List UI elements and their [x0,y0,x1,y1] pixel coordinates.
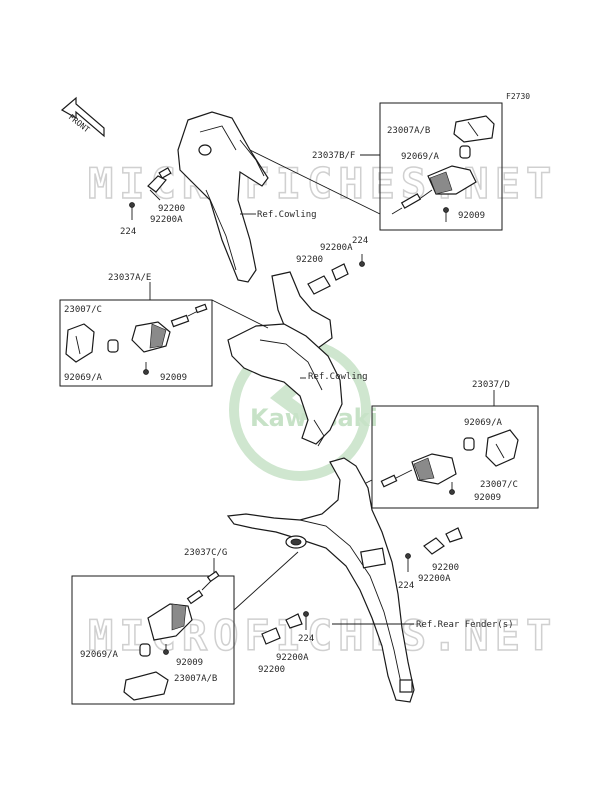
ref-cowling-label-1: Ref.Cowling [257,210,317,220]
label-g2-92200a: 92200A [150,215,183,225]
indicator-lens-bottom [123,671,169,701]
ref-cowling-label-2: Ref.Cowling [308,372,368,382]
label-g1-92009: 92009 [458,211,485,221]
label-g1-23007ab: 23007A/B [387,126,430,136]
indicator-body-left [131,303,208,353]
group-box-23037bf [379,102,503,231]
label-g2-224: 224 [120,227,136,237]
label-g3-92200a: 92200A [320,243,353,253]
label-g7-92069a: 92069/A [80,650,119,660]
rear-fender-bracket [226,457,415,703]
label-g4-23037ae: 23037A/E [108,273,151,283]
label-g7-23037cg: 23037C/G [184,548,227,558]
label-g7-92009: 92009 [176,658,203,668]
center-cowling-bracket [227,271,343,447]
label-g3-224: 224 [352,236,368,246]
fastener-group-3 [307,254,365,295]
label-g8-92200: 92200 [258,665,285,675]
label-g5-92009: 92009 [474,493,501,503]
fastener-group-2 [129,167,172,220]
label-g6-224: 224 [398,581,414,591]
indicator-body-right [380,453,457,488]
front-bracket [177,111,269,283]
label-g5-92069a: 92069/A [464,418,503,428]
label-g1-92069a: 92069/A [401,152,440,162]
fastener-group-8 [261,611,309,645]
front-arrow-icon: FRONT [60,96,105,138]
label-g8-224: 224 [298,634,314,644]
indicator-lens-right [485,429,519,467]
label-g4-92009: 92009 [160,373,187,383]
label-g6-92200: 92200 [432,563,459,573]
ref-rear-fender-label: Ref.Rear Fender(s) [416,620,514,630]
indicator-bulb-left [107,339,119,353]
label-g5-23007c: 23007/C [480,480,518,490]
label-g2-92200: 92200 [158,204,185,214]
label-g3-92200: 92200 [296,255,323,265]
label-g5-23037d: 23037/D [472,380,510,390]
indicator-lens-left [65,323,95,363]
figure-code: F2730 [506,92,530,101]
indicator-body-top [391,165,477,215]
indicator-bulb-bottom [139,643,151,657]
label-g4-23007c: 23007/C [64,305,102,315]
group-box-23037cg [71,575,235,705]
indicator-bulb-right [463,437,475,451]
indicator-lens-top [453,115,495,143]
label-g4-92069a: 92069/A [64,373,103,383]
indicator-body-bottom [147,570,220,641]
fastener-group-6 [405,527,463,572]
group-box-23037ae [59,299,213,387]
label-g1-23037bf: 23037B/F [312,151,355,161]
group-box-23037d [371,405,539,509]
label-g6-92200a: 92200A [418,574,451,584]
indicator-bulb-top [459,145,471,159]
label-g8-92200a: 92200A [276,653,309,663]
label-g7-23007ab: 23007A/B [174,674,217,684]
